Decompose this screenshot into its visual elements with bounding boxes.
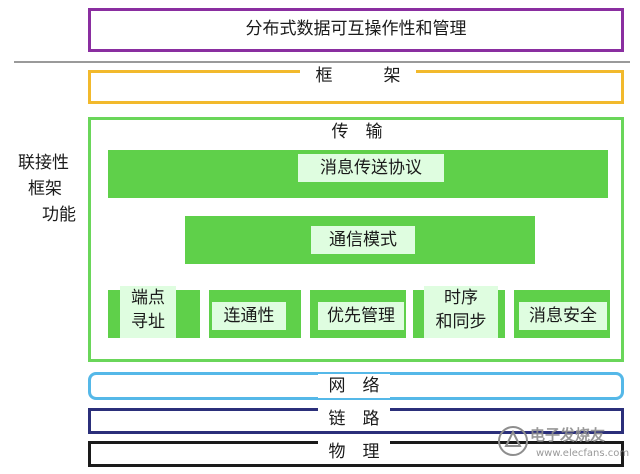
physical-label: 物 理 <box>318 440 390 464</box>
watermark-url: www.elecfans.com <box>536 448 630 459</box>
side-label-line1: 联接性 <box>18 153 69 173</box>
connectivity-framework-box <box>88 117 624 362</box>
watermark-icon <box>498 426 528 456</box>
side-label-line3: 功能 <box>42 205 76 225</box>
endpoint-addressing-label: 端点 寻址 <box>120 286 176 338</box>
timing-sync-label: 时序 和同步 <box>424 286 498 338</box>
connectivity-label: 连通性 <box>212 302 286 330</box>
messaging-protocol-label: 消息传送协议 <box>298 154 444 182</box>
message-security-label: 消息安全 <box>519 302 607 330</box>
watermark-logo: 电子发烧友 www.elecfans.com <box>496 420 636 470</box>
endpoint-line1: 端点 <box>131 288 165 308</box>
priority-management-label: 优先管理 <box>318 302 404 330</box>
connectivity-side-label: 联接性 框架 功能 <box>12 150 86 232</box>
framework-label: 框 架 <box>300 64 416 88</box>
endpoint-line2: 寻址 <box>131 312 165 332</box>
side-label-line2: 框架 <box>28 179 62 199</box>
transport-label: 传 输 <box>318 120 396 144</box>
data-interop-layer <box>88 8 624 52</box>
data-interop-label: 分布式数据可互操作性和管理 <box>245 19 467 39</box>
watermark-text: 电子发烧友 <box>530 426 606 444</box>
link-label: 链 路 <box>318 407 390 431</box>
network-label: 网 络 <box>318 374 390 398</box>
network-layer <box>88 372 624 400</box>
separator-line <box>14 61 630 63</box>
timing-line1: 时序 <box>444 288 478 308</box>
timing-line2: 和同步 <box>435 312 487 332</box>
communication-mode-label: 通信模式 <box>311 226 415 254</box>
